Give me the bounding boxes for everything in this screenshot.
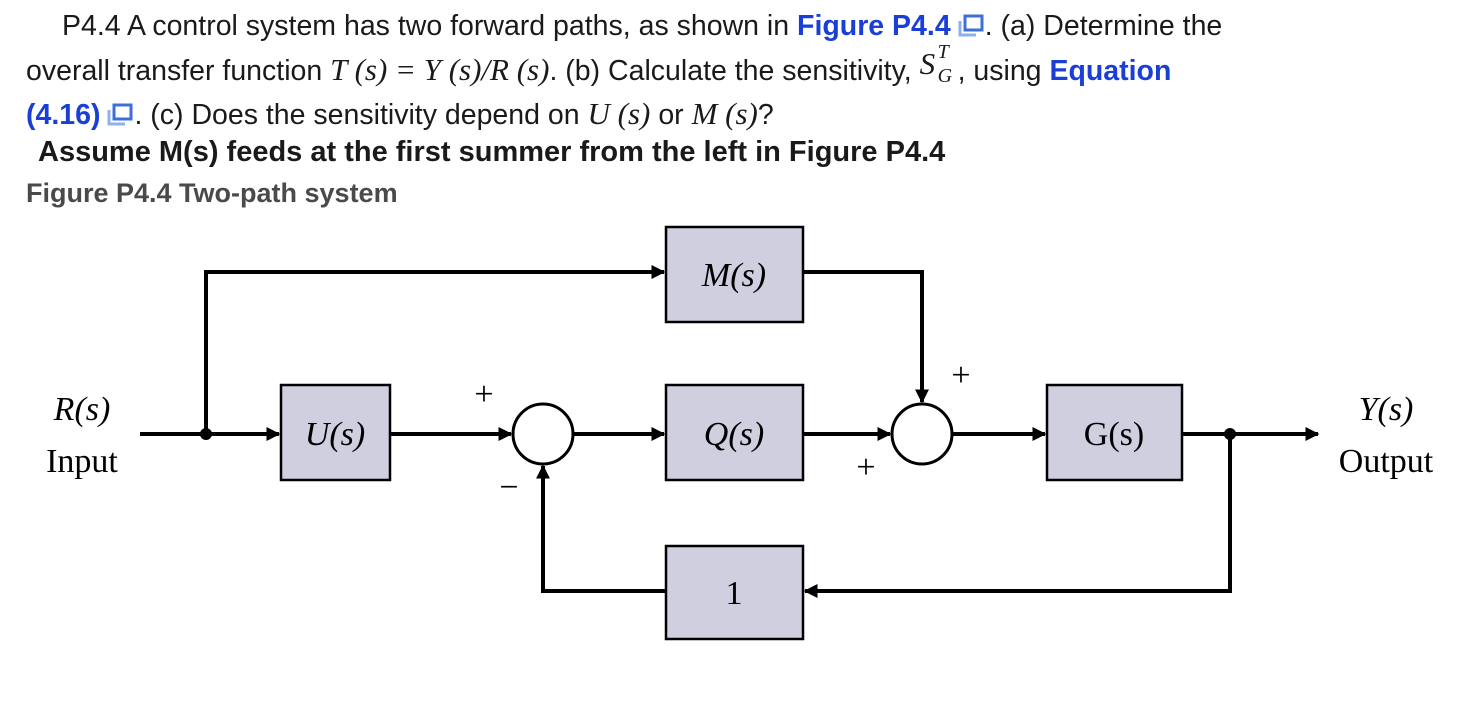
problem-statement: P4.4 A control system has two forward pa… — [26, 4, 1466, 136]
summer1-bottom-sign: − — [499, 469, 518, 506]
external-link-icon — [958, 14, 984, 37]
block-g — [1045, 383, 1184, 482]
signal-output-to-feedback — [803, 434, 1232, 598]
summer2-bottom-sign: + — [856, 449, 875, 486]
line2-pre: overall transfer function — [26, 55, 323, 87]
summer-2 — [890, 402, 954, 466]
figure-link[interactable]: Figure P4.4 — [797, 10, 985, 42]
summer-1 — [511, 402, 575, 466]
block-feedback — [664, 544, 805, 641]
output-label: Output — [1339, 443, 1434, 480]
output-symbol: Y(s) — [1359, 391, 1414, 428]
signal-m-to-summer2 — [803, 270, 929, 404]
question-mark: ? — [757, 99, 774, 131]
label-u: U(s) — [305, 416, 365, 453]
label-m: M(s) — [701, 257, 766, 294]
line2-post: , using — [957, 55, 1042, 87]
input-symbol: R(s) — [53, 391, 111, 428]
summer2-top-sign: + — [951, 357, 970, 394]
input-label: Input — [46, 443, 118, 480]
problem-line-1: P4.4 A control system has two forward pa… — [26, 4, 1466, 48]
transfer-function-math: T (s) = Y (s)/R (s) — [330, 52, 550, 87]
assumption-note: Assume M(s) feeds at the first summer fr… — [38, 136, 946, 168]
figure-caption: Figure P4.4 Two-path system — [26, 178, 398, 208]
part-c-text: . (c) Does the sensitivity depend on — [134, 99, 580, 131]
branch-point-input — [200, 428, 212, 440]
label-q: Q(s) — [704, 416, 764, 453]
equation-link[interactable]: Equation — [1049, 55, 1172, 87]
problem-intro: P4.4 A control system has two forward pa… — [62, 10, 790, 42]
external-link-icon — [107, 103, 133, 126]
m-math: M (s) — [691, 96, 758, 131]
block-m — [664, 225, 805, 324]
equation-number-link[interactable]: (4.16) — [26, 99, 134, 131]
label-feedback: 1 — [726, 575, 743, 612]
part-b-text: . (b) Calculate the sensitivity, — [549, 55, 912, 87]
branch-point-output — [1224, 428, 1236, 440]
block-u — [279, 383, 392, 482]
signal-feedback-to-summer1 — [536, 464, 666, 593]
block-q — [664, 383, 805, 482]
problem-line-2: overall transfer function T (s) = Y (s)/… — [26, 41, 1466, 92]
problem-line-3: (4.16). (c) Does the sensitivity depend … — [26, 92, 1466, 136]
signal-branch-to-m — [204, 265, 666, 434]
summer1-top-sign: + — [474, 376, 493, 413]
label-g: G(s) — [1084, 416, 1144, 453]
u-math: U (s) — [587, 96, 651, 131]
part-a-text: . (a) Determine the — [984, 10, 1223, 42]
or-text: or — [658, 99, 684, 131]
